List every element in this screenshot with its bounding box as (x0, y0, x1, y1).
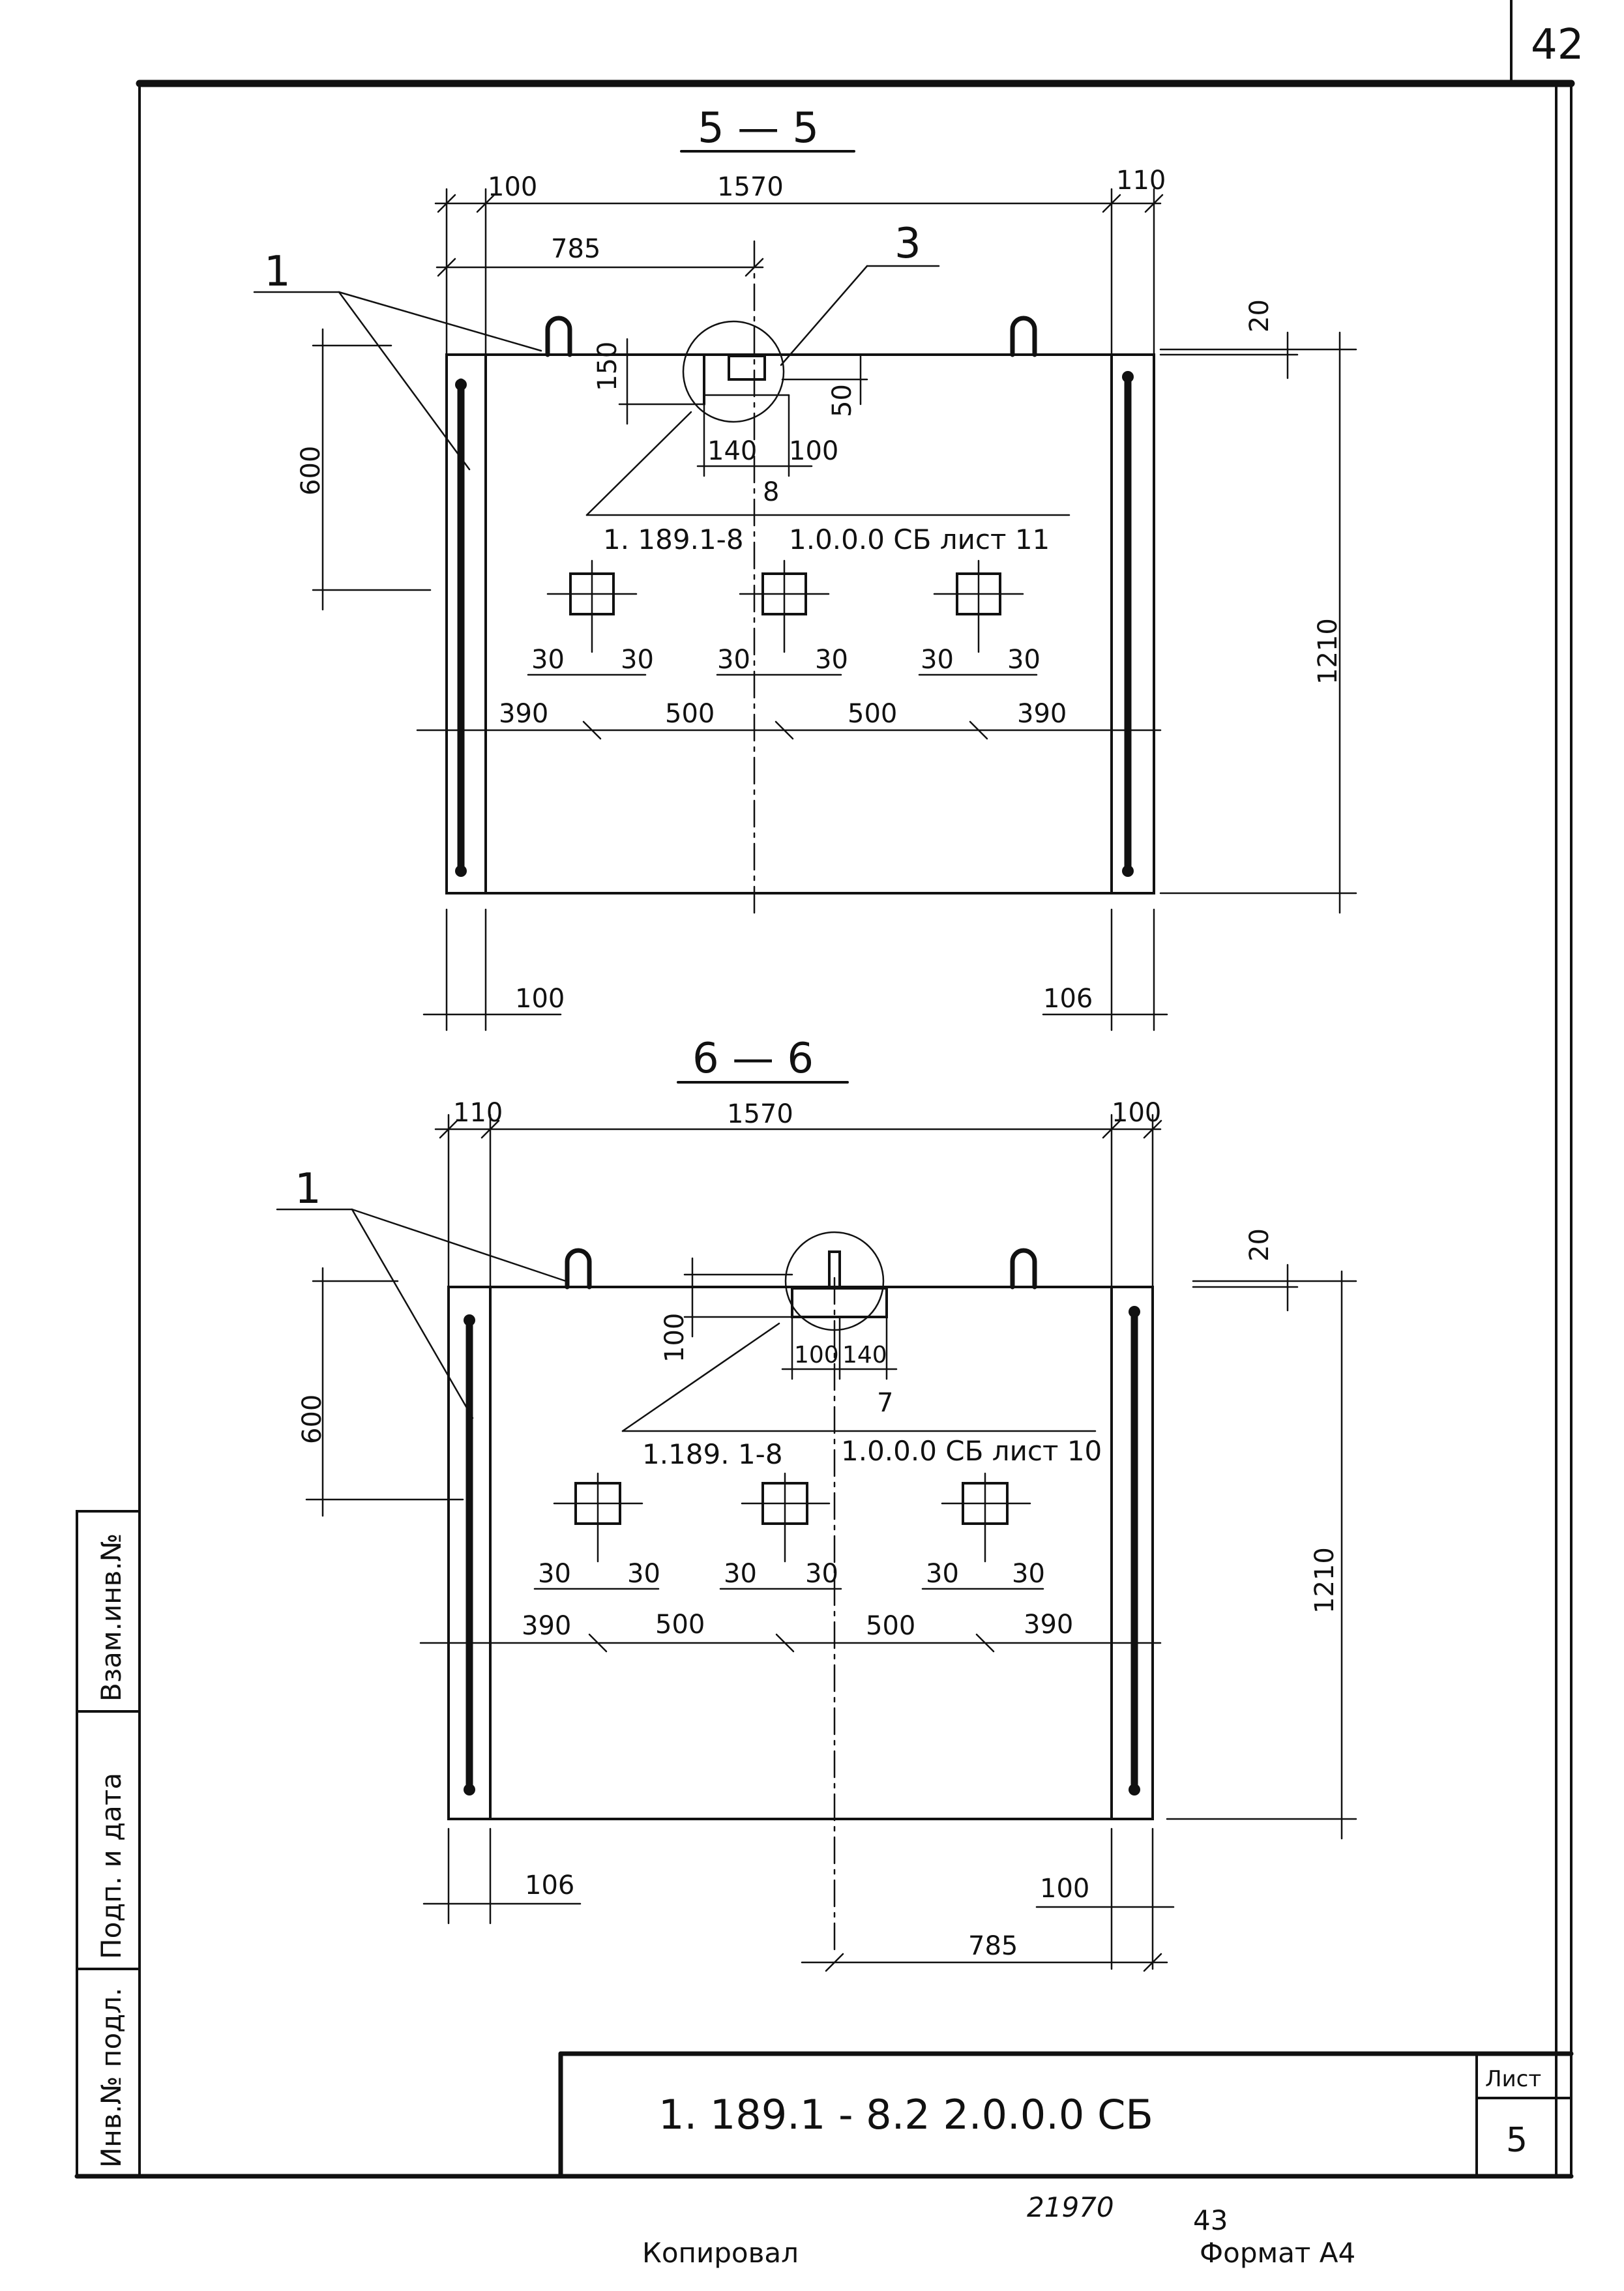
svg-text:30: 30 (538, 1559, 571, 1589)
section-view-5-5: 5 — 5 100 1570 110 (253, 104, 1357, 1031)
svg-text:600: 600 (297, 1395, 327, 1444)
svg-text:390: 390 (522, 1611, 571, 1641)
svg-text:100: 100 (488, 172, 537, 202)
sheet-number: 5 (1506, 2121, 1528, 2160)
svg-text:1210: 1210 (1310, 1547, 1340, 1614)
svg-text:30: 30 (621, 645, 654, 675)
svg-text:8: 8 (763, 477, 779, 507)
svg-text:106: 106 (525, 1870, 574, 1900)
drawing-designation: 1. 189.1 - 8.2 2.0.0.0 СБ (658, 2091, 1153, 2138)
sheet-label: Лист (1485, 2066, 1541, 2092)
svg-text:600: 600 (296, 446, 326, 495)
svg-text:1.0.0.0 СБ лист 11: 1.0.0.0 СБ лист 11 (789, 524, 1050, 555)
page-number: 42 (1531, 21, 1584, 69)
svg-text:1: 1 (295, 1165, 321, 1213)
svg-text:110: 110 (1116, 166, 1166, 196)
svg-text:30: 30 (717, 645, 750, 675)
svg-text:500: 500 (665, 699, 715, 729)
svg-text:500: 500 (848, 699, 897, 729)
svg-text:1: 1 (264, 248, 291, 296)
svg-text:1570: 1570 (717, 172, 784, 202)
svg-text:1. 189.1-8: 1. 189.1-8 (603, 524, 744, 555)
svg-text:30: 30 (1012, 1559, 1045, 1589)
svg-text:30: 30 (926, 1559, 959, 1589)
svg-text:100: 100 (789, 436, 838, 466)
svg-text:390: 390 (1024, 1610, 1073, 1640)
side-stamp: Взам.инв.№ Подп. и дата Инв.№ подл. (76, 1510, 141, 2178)
svg-text:1.189. 1-8: 1.189. 1-8 (642, 1438, 783, 1470)
svg-text:500: 500 (655, 1610, 705, 1640)
svg-text:110: 110 (453, 1098, 503, 1128)
title-block: 1. 189.1 - 8.2 2.0.0.0 СБ Лист 5 (558, 2051, 1574, 2179)
svg-text:100: 100 (1040, 1874, 1089, 1904)
svg-text:785: 785 (968, 1931, 1018, 1961)
svg-text:500: 500 (866, 1611, 915, 1641)
svg-text:30: 30 (815, 645, 848, 675)
svg-text:150: 150 (593, 342, 623, 391)
section-view-6-6: 6 — 6 110 1570 100 1 (276, 1035, 1357, 1972)
svg-text:3: 3 (894, 220, 921, 268)
footer: Копировал 21970 43 Формат А4 (642, 2191, 1355, 2269)
svg-text:140: 140 (707, 436, 757, 466)
drawing-frame (74, 80, 1575, 2179)
svg-text:100: 100 (515, 984, 565, 1014)
svg-text:50: 50 (827, 384, 857, 417)
copied-label: Копировал (642, 2237, 799, 2269)
svg-text:1210: 1210 (1313, 618, 1343, 685)
svg-text:785: 785 (551, 234, 600, 264)
svg-text:100: 100 (660, 1313, 690, 1363)
lifting-loop (545, 316, 572, 357)
view-title: 5 — 5 (698, 104, 819, 153)
stamp-replace-inv: Взам.инв.№ (95, 1533, 127, 1702)
format-label: Формат А4 (1200, 2237, 1355, 2269)
svg-text:100: 100 (794, 1342, 839, 1368)
lifting-loop (1010, 1248, 1037, 1290)
panel-outline (445, 353, 1155, 894)
lifting-loop (1010, 316, 1037, 357)
svg-text:30: 30 (724, 1559, 757, 1589)
order-number: 21970 (1027, 2191, 1114, 2223)
stamp-inv-original: Инв.№ подл. (95, 1988, 127, 2168)
svg-text:20: 20 (1245, 299, 1275, 333)
page-number-box: 42 (1510, 0, 1584, 85)
view-title: 6 — 6 (692, 1035, 814, 1083)
svg-text:30: 30 (627, 1559, 660, 1589)
lifting-loop (565, 1248, 592, 1290)
svg-text:1.0.0.0 СБ лист 10: 1.0.0.0 СБ лист 10 (841, 1435, 1102, 1467)
order-sub: 43 (1193, 2204, 1228, 2236)
svg-text:106: 106 (1043, 984, 1093, 1014)
svg-text:7: 7 (877, 1388, 893, 1418)
svg-text:30: 30 (805, 1559, 838, 1589)
svg-text:140: 140 (842, 1342, 887, 1368)
svg-text:390: 390 (499, 699, 548, 729)
detail-circle (682, 320, 785, 423)
detail-circle (784, 1231, 885, 1331)
svg-text:20: 20 (1245, 1228, 1275, 1262)
svg-text:390: 390 (1017, 699, 1067, 729)
svg-text:30: 30 (1007, 645, 1041, 675)
svg-text:1570: 1570 (727, 1099, 793, 1129)
stamp-sign-date: Подп. и дата (95, 1773, 127, 1959)
svg-text:30: 30 (531, 645, 565, 675)
svg-text:100: 100 (1112, 1098, 1161, 1128)
svg-text:30: 30 (921, 645, 954, 675)
